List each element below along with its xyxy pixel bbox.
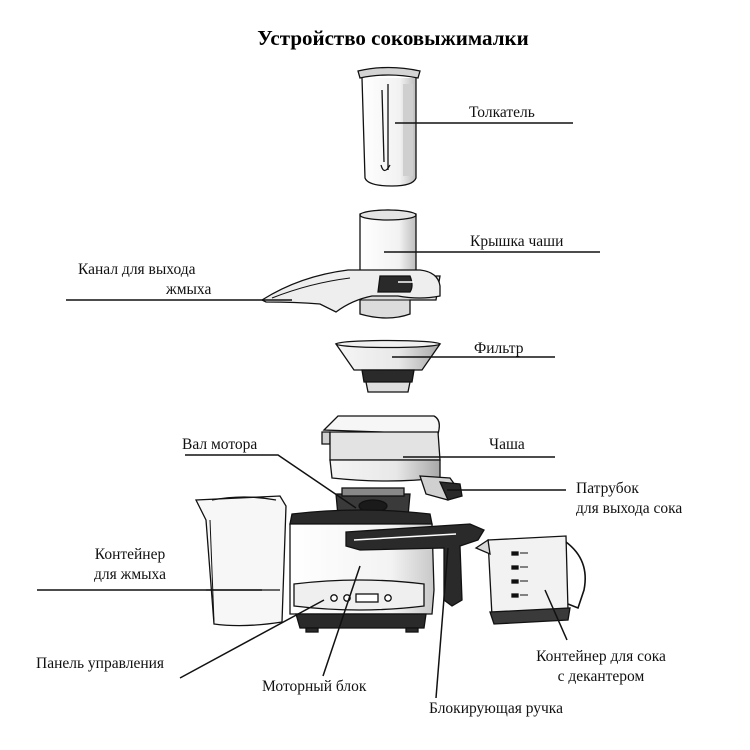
- label-juice-spout-line2: для выхода сока: [576, 500, 683, 517]
- diagram-title: Устройство соковыжималки: [257, 26, 529, 50]
- pusher-part: [357, 66, 421, 187]
- leader-control-panel: [179, 599, 325, 679]
- leader-juice-container: [544, 589, 568, 641]
- label-pulp-channel-line2: жмыха: [166, 281, 212, 298]
- label-pusher: Толкатель: [469, 104, 535, 121]
- label-control-panel: Панель управления: [36, 655, 165, 672]
- label-bowl-lid: Крышка чаши: [470, 233, 564, 250]
- bowl-lid-part: [260, 209, 441, 319]
- filter-part: [334, 339, 442, 393]
- leader-motor-unit: [322, 565, 361, 677]
- label-pulp-container-line2: для жмыха: [94, 566, 166, 583]
- bowl-part: [321, 415, 463, 501]
- label-locking-handle: Блокирующая ручка: [429, 700, 563, 717]
- label-juice-container-line2: с декантером: [557, 668, 645, 685]
- motor-base-part: [289, 487, 435, 633]
- juice-container-part: [474, 535, 586, 625]
- leader-lines: [37, 122, 600, 699]
- label-juice-spout-line1: Патрубок: [576, 480, 639, 497]
- leader-motor-shaft: [185, 454, 357, 509]
- label-pulp-container-line1: Контейнер: [94, 546, 166, 563]
- leader-locking-handle: [435, 547, 449, 699]
- label-filter: Фильтр: [474, 340, 524, 357]
- label-motor-unit: Моторный блок: [262, 678, 367, 695]
- pulp-container-part: [194, 495, 287, 627]
- label-bowl: Чаша: [489, 436, 525, 453]
- label-motor-shaft: Вал мотора: [182, 436, 258, 453]
- label-pulp-channel-line1: Канал для выхода: [78, 261, 196, 278]
- locking-handle-part: [345, 523, 485, 607]
- label-juice-container-line1: Контейнер для сока: [536, 648, 666, 665]
